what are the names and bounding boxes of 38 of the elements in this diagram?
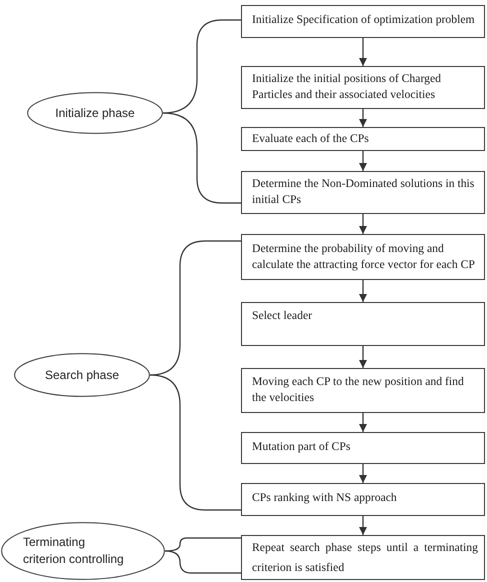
phase-ellipse (1, 522, 165, 580)
phase-label: Terminating criterion controlling (23, 534, 125, 568)
step-text: Select leader (252, 308, 314, 324)
phase-label: Initialize phase (55, 104, 135, 122)
step-text: Moving each CP to the new position and find the velocities (252, 374, 465, 406)
phase-ellipse (14, 353, 150, 397)
step-text: Mutation part of CPs (252, 439, 352, 455)
flow-arrow (359, 464, 367, 483)
step-text: Initialize the initial positions of Charged Particles and their associated velocities (252, 71, 442, 103)
step-text: Determine the Non-Dominated solutions in this initial CPs (252, 176, 476, 208)
step-text: Evaluate each of the CPs (252, 131, 370, 146)
phase-ellipse (27, 92, 163, 134)
step-text: Repeat search phase steps until a terminating criterion is satisfied (252, 540, 478, 576)
process-box (241, 234, 485, 280)
process-box (241, 368, 485, 413)
process-box (241, 171, 485, 214)
flow-arrow (359, 346, 367, 368)
step-text: CPs ranking with NS approach (252, 490, 398, 506)
brace-connector (162, 112, 241, 204)
step-text: Initialize Specification of optimization problem (252, 12, 476, 27)
process-box (241, 483, 485, 516)
process-box (241, 5, 485, 38)
phase-label: Search phase (44, 366, 120, 384)
process-box (241, 302, 485, 346)
flow-arrow (359, 413, 367, 432)
flow-arrow (359, 151, 367, 171)
process-box (241, 432, 485, 464)
process-box (241, 66, 485, 109)
flow-arrow (359, 214, 367, 234)
process-box (241, 535, 485, 580)
flow-arrow (359, 280, 367, 302)
process-box (241, 127, 485, 151)
flow-arrow (359, 516, 367, 535)
flow-arrow (359, 38, 367, 66)
brace-connector (164, 550, 241, 574)
flow-arrow (359, 109, 367, 127)
step-text: Determine the probability of moving and calculate the attracting force vector for each CP (252, 241, 476, 273)
brace-connector (150, 374, 241, 511)
